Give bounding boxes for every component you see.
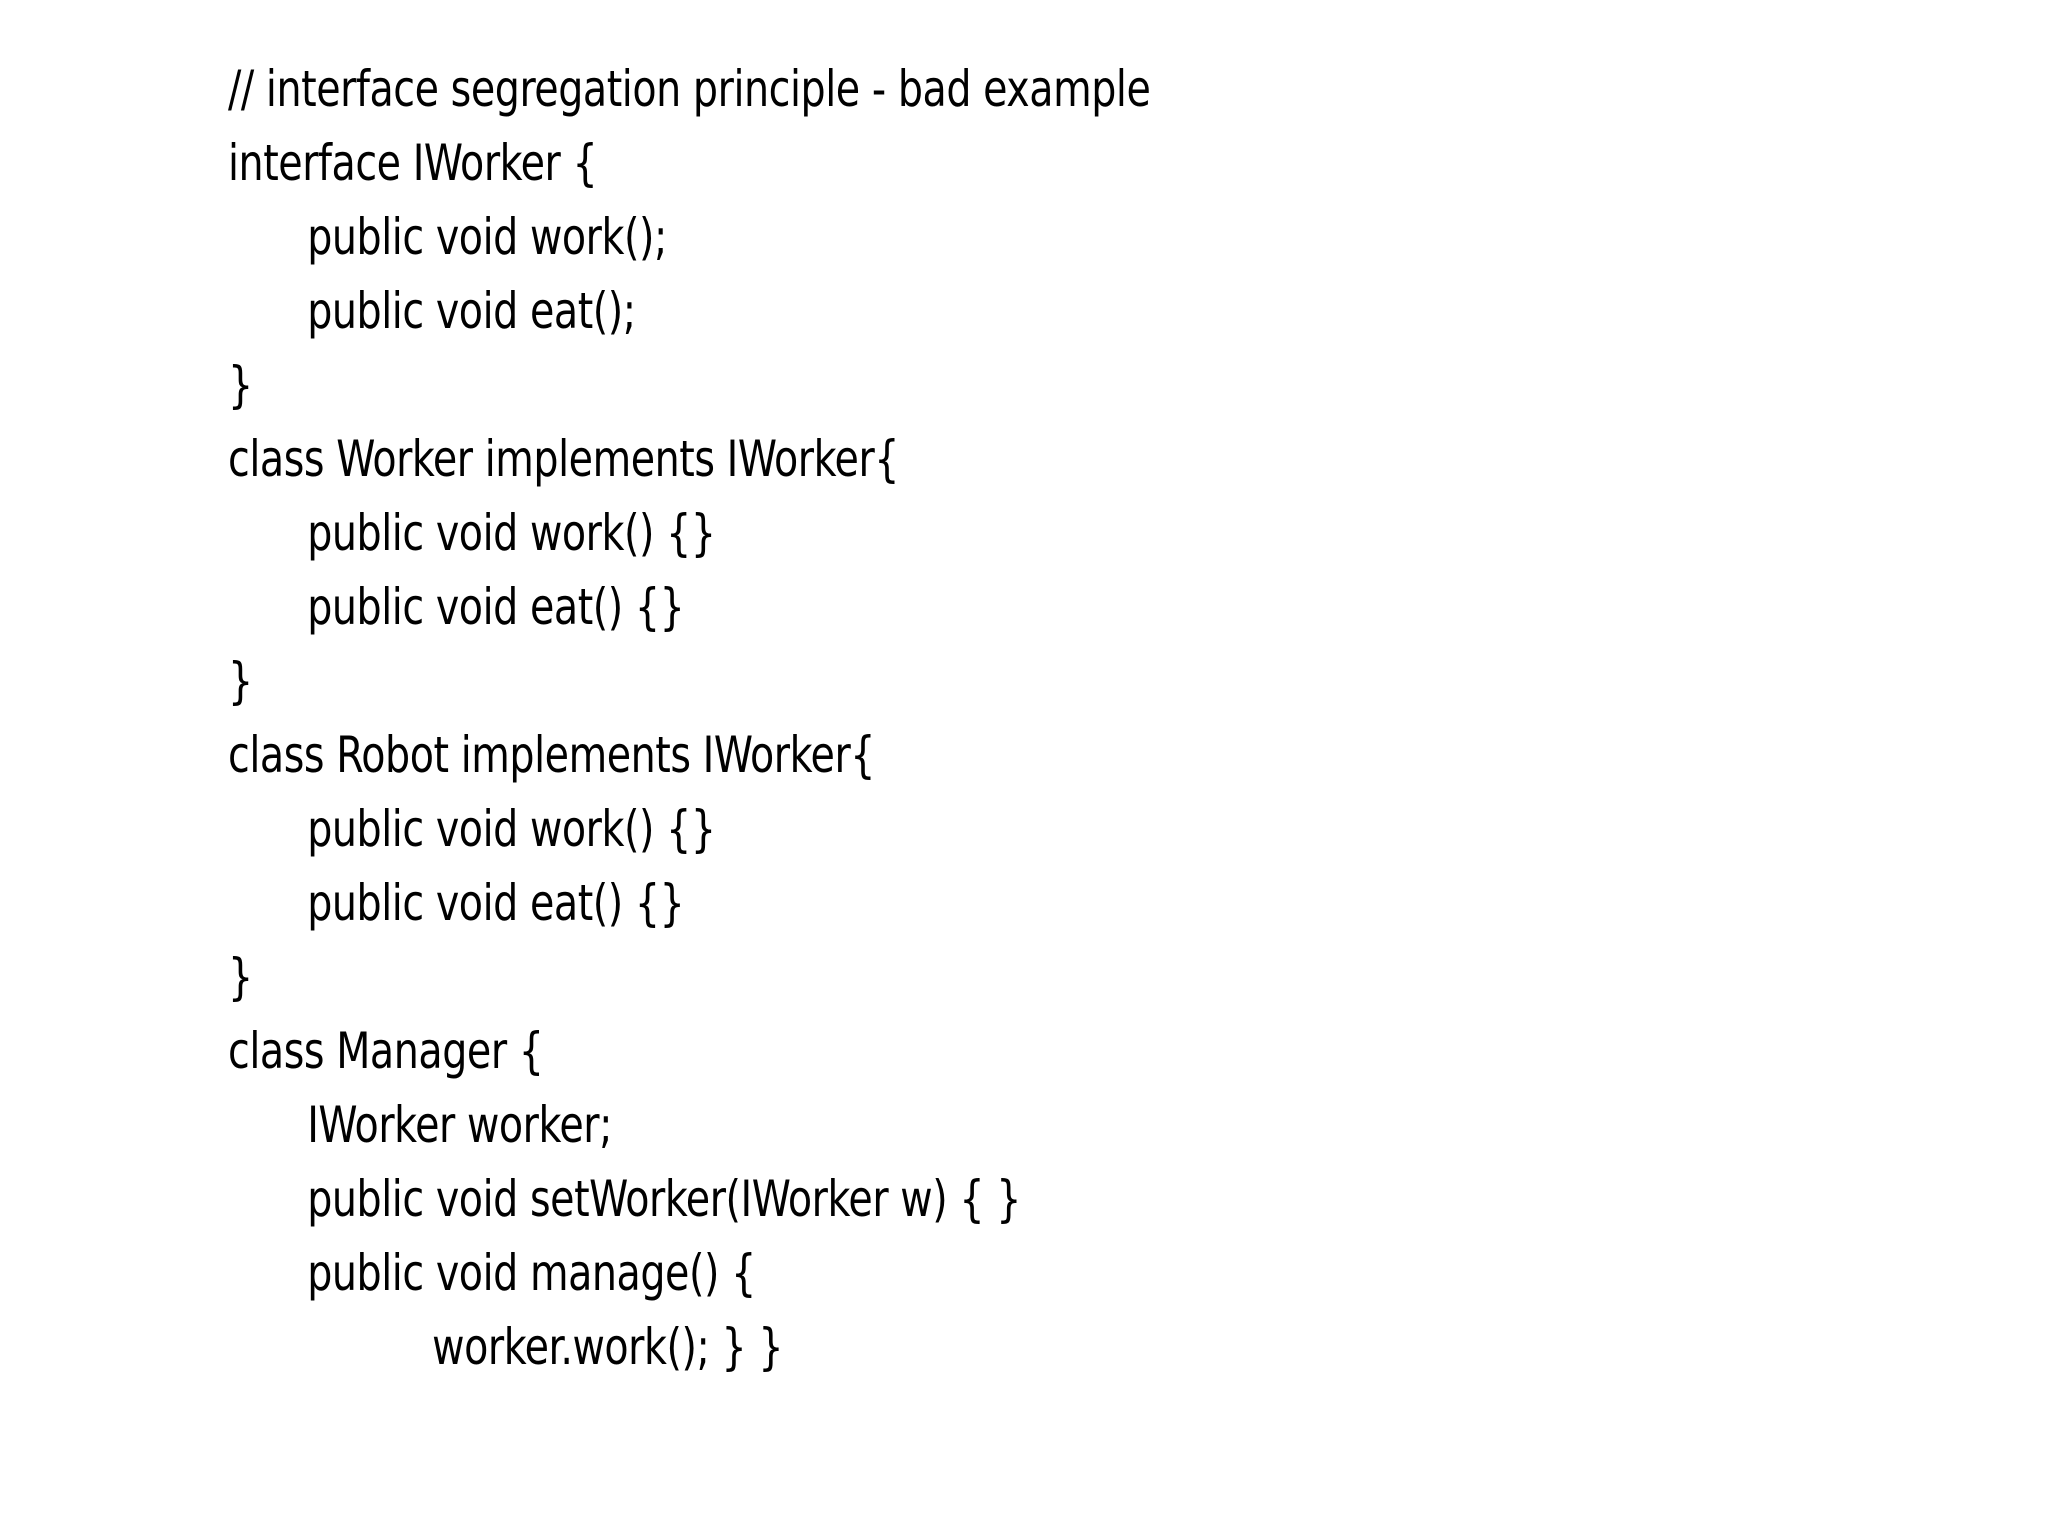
- code-line: }: [228, 356, 253, 414]
- code-line: // interface segregation principle - bad…: [228, 60, 1151, 118]
- code-line: IWorker worker;: [307, 1096, 613, 1154]
- code-line: worker.work(); } }: [432, 1318, 784, 1376]
- code-line: public void work() {}: [307, 800, 716, 858]
- code-line: class Manager {: [228, 1022, 544, 1080]
- code-line: public void eat() {}: [307, 578, 685, 636]
- code-line: }: [228, 948, 253, 1006]
- code-line: interface IWorker {: [228, 134, 598, 192]
- code-line: class Robot implements IWorker{: [228, 726, 876, 784]
- code-line: public void manage() {: [307, 1244, 756, 1302]
- code-line: public void eat();: [307, 282, 636, 340]
- code-block: // interface segregation principle - bad…: [228, 52, 1928, 1384]
- code-line: }: [228, 652, 253, 710]
- code-line: public void work();: [307, 208, 667, 266]
- code-line: public void work() {}: [307, 504, 716, 562]
- code-line: class Worker implements IWorker{: [228, 430, 900, 488]
- code-line: public void eat() {}: [307, 874, 685, 932]
- code-line: public void setWorker(IWorker w) { }: [307, 1170, 1021, 1228]
